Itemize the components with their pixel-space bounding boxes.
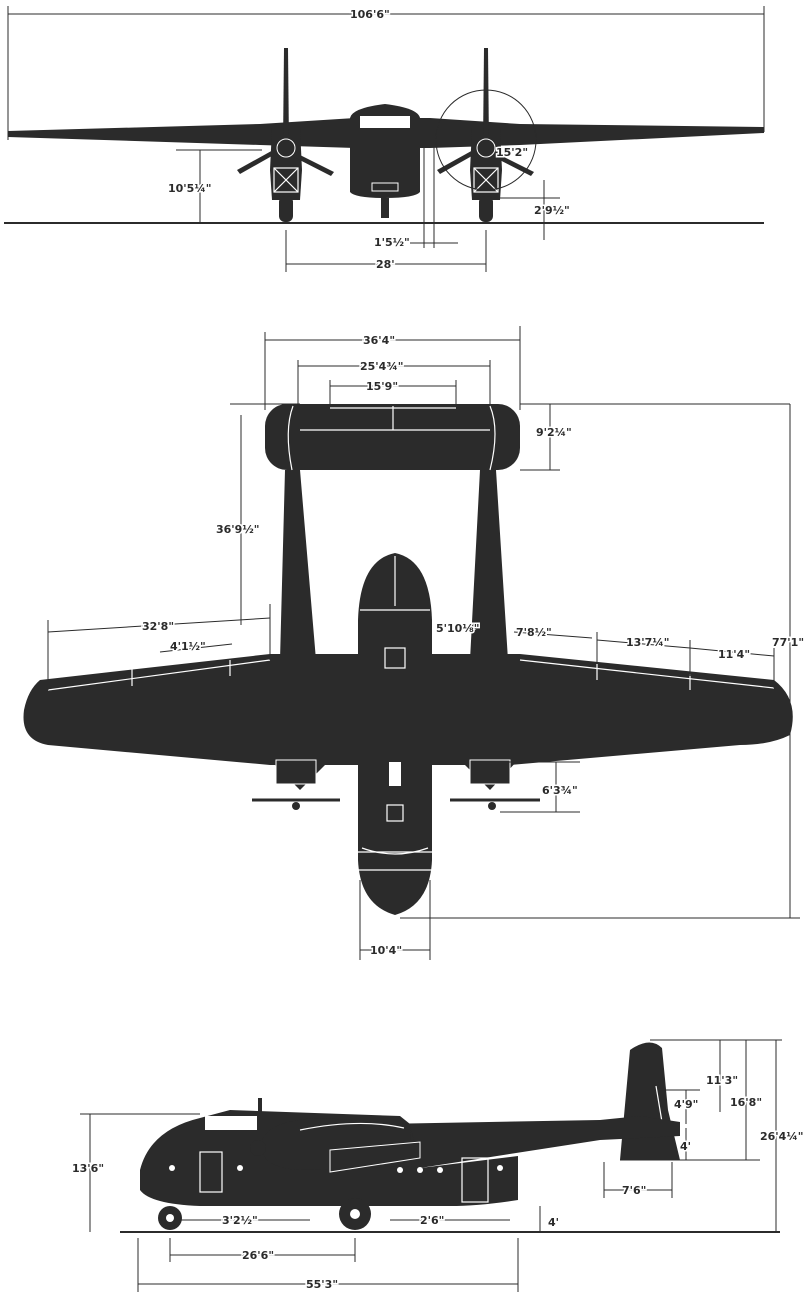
vertical-fin [620,1042,680,1160]
crew-door [199,1151,223,1193]
svg-text:10'4": 10'4" [370,944,402,957]
svg-text:6'3¾": 6'3¾" [542,784,578,797]
svg-text:4': 4' [680,1140,691,1153]
svg-text:13'7¼": 13'7¼" [626,636,669,649]
right-propeller [437,48,534,176]
plan-fuselage [358,553,432,915]
svg-text:55'3": 55'3" [306,1278,338,1291]
svg-text:28': 28' [376,258,395,271]
svg-text:2'9½": 2'9½" [534,204,570,217]
tailplane [265,404,520,470]
svg-text:7'6": 7'6" [622,1184,646,1197]
svg-text:77'1": 77'1" [772,636,804,649]
svg-text:9'2¼": 9'2¼" [536,426,572,439]
svg-text:11'3": 11'3" [706,1074,738,1087]
svg-text:7'8½": 7'8½" [516,626,552,639]
svg-text:32'8": 32'8" [142,620,174,633]
plan-view: 36'4" 25'4¾" 15'9" [23,326,806,960]
side-boom [380,1116,680,1168]
svg-text:10'5¼": 10'5¼" [168,182,211,195]
svg-text:1'5½": 1'5½" [374,236,410,249]
svg-text:11'4": 11'4" [718,648,750,661]
svg-text:2'6": 2'6" [420,1214,444,1227]
left-wheel [279,196,293,222]
svg-text:36'4": 36'4" [363,334,395,347]
svg-text:4'9": 4'9" [674,1098,698,1111]
svg-text:36'9½": 36'9½" [216,523,259,536]
svg-text:3'2½": 3'2½" [222,1214,258,1227]
side-view: 11'3" 4'9" 4' 16'8" 26'4¼" 13'6" 7'6" 3'… [71,1039,805,1293]
right-wheel [479,196,493,222]
svg-text:4': 4' [548,1216,559,1229]
svg-text:16'8": 16'8" [730,1096,762,1109]
left-propeller [237,48,334,176]
svg-text:15'2": 15'2" [496,146,528,159]
right-engine-plan [469,759,511,785]
nose-gear [381,198,389,218]
rear-door [461,1157,489,1203]
svg-text:4'1½": 4'1½" [170,640,206,653]
prop-arc [435,89,537,191]
svg-text:26'6": 26'6" [242,1249,274,1262]
front-view: 106'6" [4,6,765,273]
span-label: 106'6" [350,8,390,21]
svg-text:15'9": 15'9" [366,380,398,393]
svg-text:26'4¼": 26'4¼" [760,1130,803,1143]
svg-text:13'6": 13'6" [72,1162,104,1175]
svg-text:25'4¾": 25'4¾" [360,360,403,373]
svg-text:5'10⅛": 5'10⅛" [436,622,479,635]
left-engine-plan [275,759,317,785]
